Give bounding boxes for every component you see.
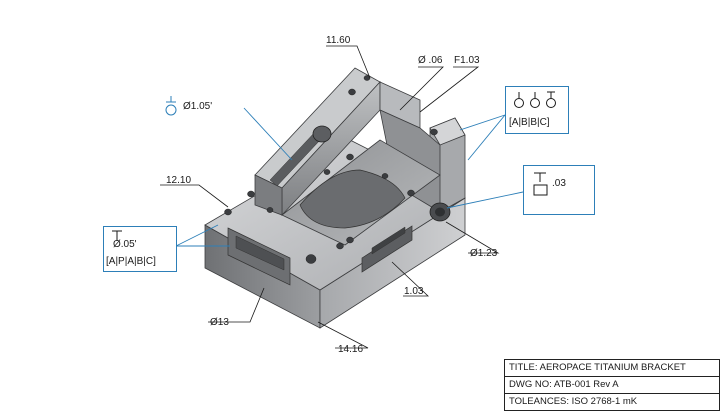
right-tower-top <box>429 117 466 146</box>
gdt-callout-top-left: Ø1.05' <box>163 95 243 121</box>
gdt-right-value: .03 <box>552 178 566 189</box>
wall-hole <box>312 125 332 143</box>
title-block: TITLE: AEROPACE TITANIUM BRACKET DWG NO:… <box>504 359 720 411</box>
gdt-top-right-datums: [A|B|B|C] <box>509 117 550 128</box>
title-block-tolerances: TOLEANCES: ISO 2768-1 mK <box>509 396 638 407</box>
gdt-top-left-value: Ø1.05' <box>183 101 213 112</box>
gdt-left-value: Ø.05' <box>113 239 137 250</box>
mounting-holes <box>224 75 438 264</box>
dim-bottom-length: 14.16 <box>338 344 363 355</box>
side-hole-core <box>435 207 445 217</box>
flatness-icon <box>533 172 548 196</box>
dimension-leaders <box>160 45 500 349</box>
left-pocket-inner <box>235 235 285 271</box>
front-slot-2 <box>371 226 406 255</box>
gdt-left-datums: [A|P|A|B|C] <box>106 256 156 267</box>
profile-symbols-icon <box>514 91 556 108</box>
gdt-callout-top-right: [A|B|B|C] <box>505 86 569 134</box>
title-block-dwg-no: DWG NO: ATB-001 Rev A <box>505 377 719 394</box>
title-block-title: TITLE: AEROPACE TITANIUM BRACKET <box>505 360 719 377</box>
gdt-callout-left: Ø.05' [A|P|A|B|C] <box>103 226 177 272</box>
dim-side-hole: Ø1.23 <box>470 248 498 259</box>
position-circle-icon <box>165 96 177 116</box>
dim-front-hole: Ø13 <box>210 317 229 328</box>
dim-hole-dia-small: Ø .06 <box>418 55 443 66</box>
dim-left-length: 12.10 <box>166 175 191 186</box>
dim-top-length: 11.60 <box>326 35 351 46</box>
dim-slot-width: 1.03 <box>404 286 424 297</box>
perpendicular-icon <box>112 230 122 241</box>
center-cutout <box>299 169 406 229</box>
gdt-callout-right: .03 <box>523 165 595 215</box>
dim-fillet: F1.03 <box>454 55 480 66</box>
gdt-leaders <box>175 107 524 247</box>
